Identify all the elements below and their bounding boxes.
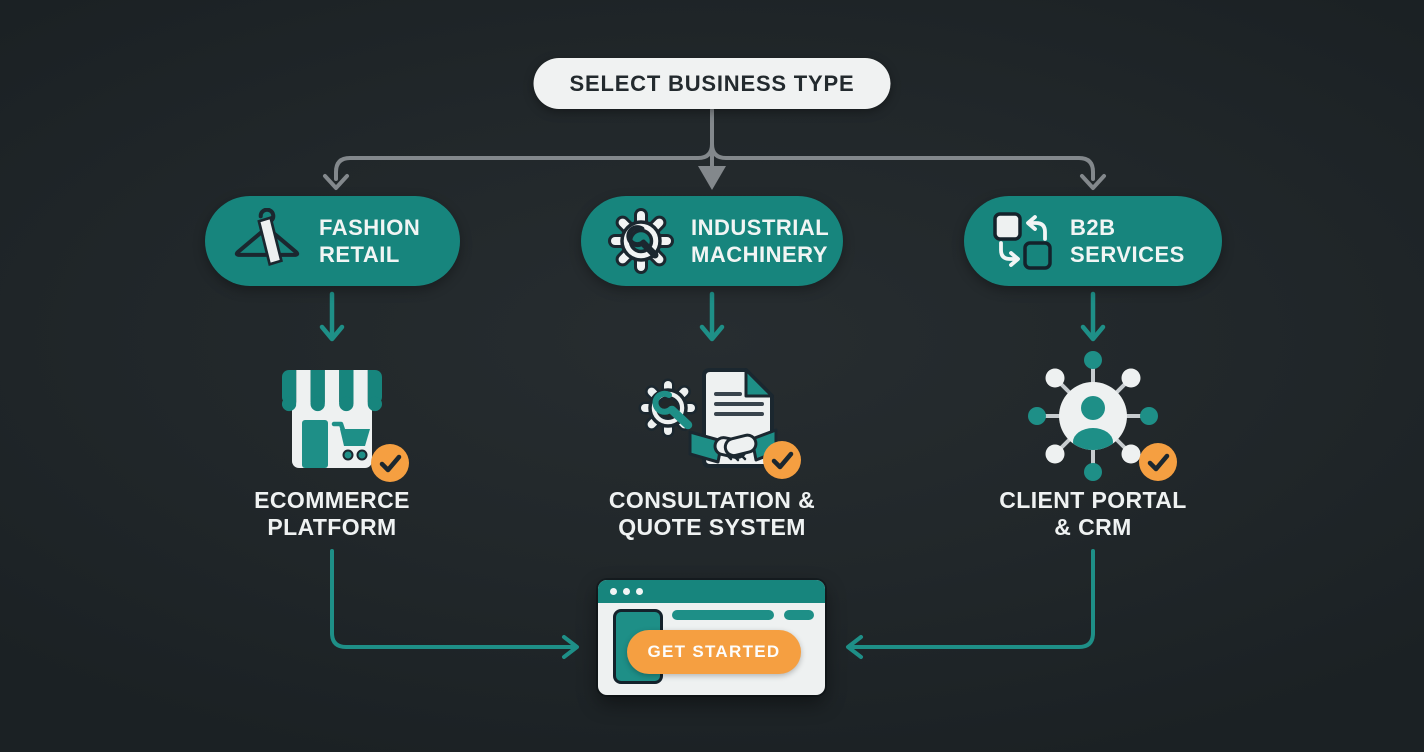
get-started-button[interactable]: GET STARTED	[627, 630, 801, 674]
browser-content-bar	[784, 610, 814, 620]
gray-center-arrowhead	[698, 166, 726, 190]
outcome-label-consultation-quote: CONSULTATION & QUOTE SYSTEM	[608, 487, 816, 540]
browser-topbar	[598, 580, 825, 603]
outcome-label-client-portal-crm: CLIENT PORTAL & CRM	[999, 487, 1187, 540]
teal-down-arrows	[319, 291, 1106, 342]
hanger-icon	[234, 208, 300, 267]
branch-label-fashion-retail: FASHION RETAIL	[319, 215, 421, 267]
browser-content-bar	[672, 610, 774, 620]
window-dot-icon	[636, 588, 643, 595]
start-node-label: SELECT BUSINESS TYPE	[569, 70, 855, 96]
branch-label-b2b-services: B2B SERVICES	[1070, 215, 1185, 267]
exchange-squares-icon	[993, 212, 1052, 270]
quote-document-icon	[628, 356, 780, 477]
start-node: SELECT BUSINESS TYPE	[533, 58, 891, 109]
check-badge	[371, 444, 409, 482]
outcome-label-ecommerce-platform: ECOMMERCE PLATFORM	[254, 487, 410, 540]
branch-label-industrial-machinery: INDUSTRIAL MACHINERY	[691, 215, 830, 267]
client-network-icon	[1025, 350, 1161, 491]
storefront-icon	[274, 358, 390, 481]
browser-window: GET STARTED	[598, 580, 825, 695]
check-badge	[763, 441, 801, 479]
branch-pill-b2b-services[interactable]: B2B SERVICES	[964, 196, 1222, 286]
window-dot-icon	[610, 588, 617, 595]
cart-glyph	[331, 421, 370, 461]
window-dot-icon	[623, 588, 630, 595]
gear-wrench-icon	[608, 208, 674, 274]
branch-pill-fashion-retail[interactable]: FASHION RETAIL	[205, 196, 460, 286]
branch-pill-industrial-machinery[interactable]: INDUSTRIAL MACHINERY	[581, 196, 843, 286]
gray-branch-connector	[323, 108, 1106, 190]
check-badge	[1139, 443, 1177, 481]
